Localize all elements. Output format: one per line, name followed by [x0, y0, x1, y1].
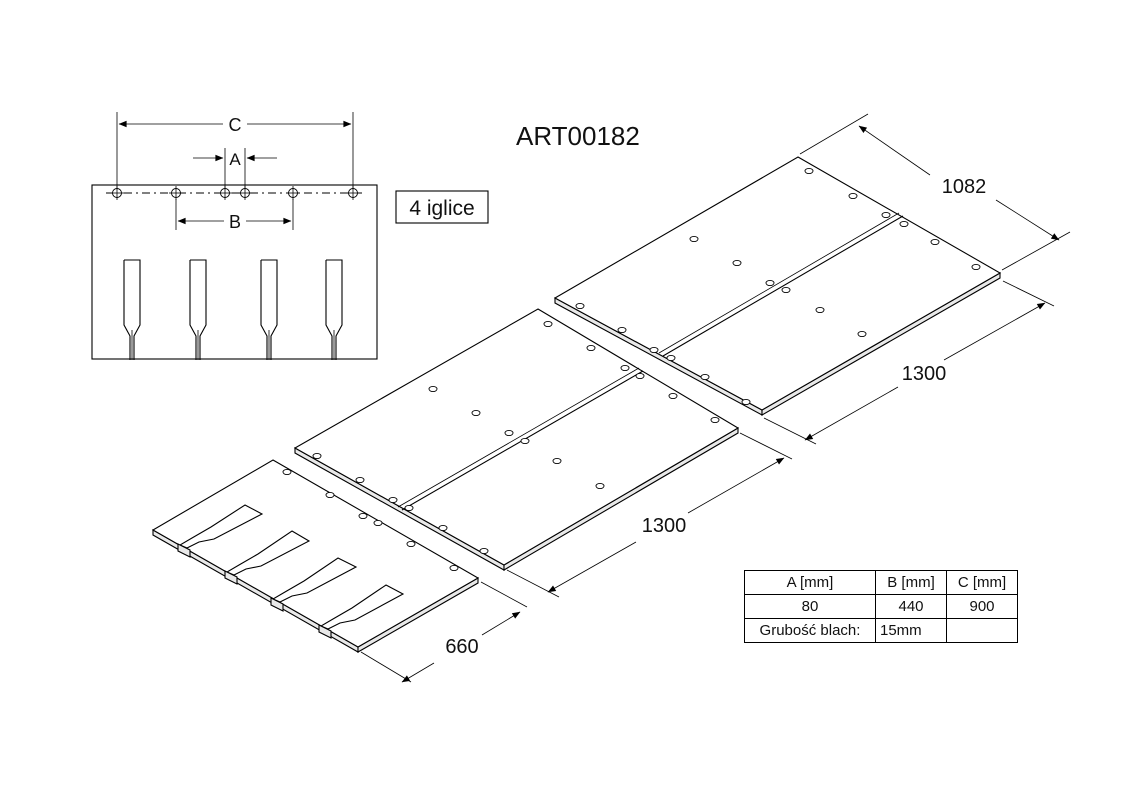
thickness-value: 15mm — [875, 618, 947, 643]
needle-count-label: 4 iglice — [409, 197, 474, 220]
needle-tine — [260, 259, 278, 360]
needle-count-badge: 4 iglice — [395, 190, 489, 224]
dimension-b: B — [175, 199, 294, 232]
detail-view: C A B — [91, 112, 378, 360]
plate-back-holes — [575, 167, 981, 406]
needle-tines — [123, 259, 343, 360]
needle-tine — [123, 259, 141, 360]
needle-tine — [325, 259, 343, 360]
spec-value-c: 900 — [946, 594, 1018, 619]
dimension-b-label: B — [229, 212, 241, 232]
spec-header-c: C [mm] — [946, 570, 1018, 595]
dimension-length-mid: 1300 — [506, 432, 793, 598]
detail-frame — [91, 184, 378, 360]
needle-slots — [177, 504, 405, 639]
plate-front-holes — [282, 468, 459, 572]
thickness-label: Grubość blach: — [744, 618, 876, 643]
thickness-empty-cell — [946, 618, 1018, 643]
spec-table-header-row: A [mm] B [mm] C [mm] — [744, 570, 1018, 595]
dimension-length-top-label: 1300 — [902, 363, 947, 385]
plate-front — [151, 459, 480, 653]
needle-slot — [177, 504, 264, 558]
spec-header-b: B [mm] — [875, 570, 947, 595]
plate-middle-holes — [312, 320, 720, 555]
needle-slot — [224, 530, 311, 585]
needle-tine — [189, 259, 207, 360]
dimension-depth-label: 1082 — [942, 176, 987, 198]
drawing-title: ART00182 — [516, 121, 640, 151]
dimension-length-mid-label: 1300 — [642, 515, 687, 537]
spec-table-value-row: 80 440 900 — [744, 594, 1018, 619]
plate-middle — [293, 308, 740, 571]
needle-slot — [270, 557, 358, 612]
dimension-a: A — [193, 148, 277, 188]
bolt-holes — [110, 186, 360, 200]
dimension-a-label: A — [229, 150, 241, 169]
dimension-length-front: 660 — [360, 581, 528, 683]
plate-back — [553, 156, 1002, 416]
dimension-c: C — [116, 112, 354, 188]
spec-table: A [mm] B [mm] C [mm] 80 440 900 Grubość … — [744, 570, 1018, 643]
spec-value-a: 80 — [744, 594, 876, 619]
needle-slot — [318, 584, 405, 639]
spec-table-thickness-row: Grubość blach: 15mm — [744, 618, 1018, 643]
spec-header-a: A [mm] — [744, 570, 876, 595]
dimension-length-top: 1300 — [763, 280, 1055, 445]
dimension-depth: 1082 — [799, 113, 1071, 271]
dimension-c-label: C — [229, 115, 242, 135]
dimension-length-front-label: 660 — [445, 636, 478, 658]
spec-value-b: 440 — [875, 594, 947, 619]
